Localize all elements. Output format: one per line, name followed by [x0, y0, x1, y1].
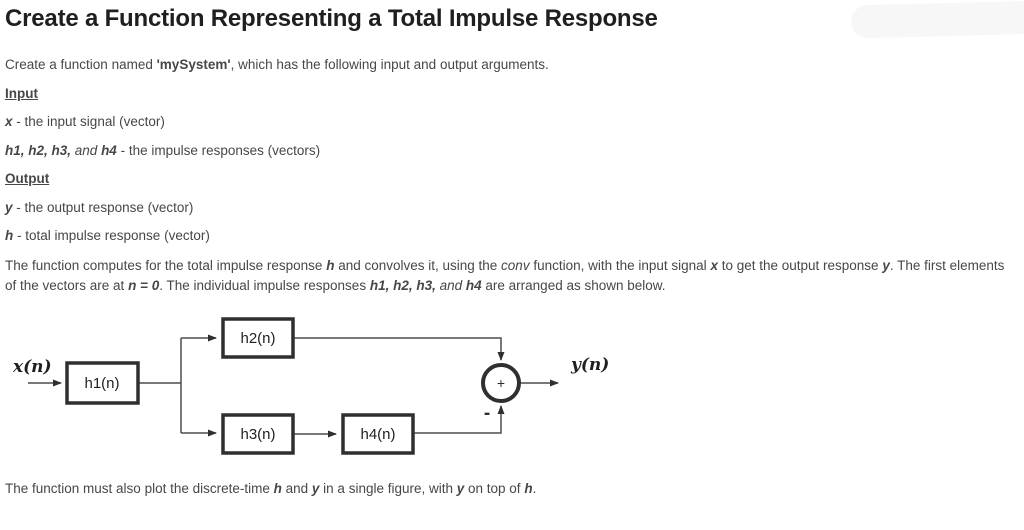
input-signal-label: x(n) [12, 357, 52, 377]
block-diagram: h1(n) h2(n) h3(n) h4(n) + - x(n) y(n) [12, 317, 609, 455]
branch-line [138, 338, 182, 433]
block-h2 [221, 317, 295, 359]
block-h2-label: h2(n) [240, 330, 275, 347]
block-h3 [221, 413, 295, 455]
sum-plus-sign: + [497, 375, 505, 391]
summing-junction [481, 363, 521, 403]
footer-note: The function must also plot the discrete… [5, 481, 537, 496]
output-signal-label: y(n) [570, 355, 609, 375]
block-h1-label: h1(n) [84, 375, 119, 392]
input-heading: Input [5, 86, 38, 101]
intro-text: Create a function named 'mySystem', whic… [5, 57, 549, 72]
sum-minus-sign: - [484, 403, 490, 424]
output-item-y: y - the output response (vector) [5, 200, 194, 215]
block-h4-label: h4(n) [360, 426, 395, 443]
block-h1 [65, 361, 140, 405]
h2-to-sum-arrow [293, 337, 505, 361]
output-item-h: h - total impulse response (vector) [5, 228, 210, 243]
block-h4 [341, 413, 415, 455]
output-heading: Output [5, 171, 50, 186]
h4-to-sum-arrow [413, 405, 505, 434]
input-item-x: x - the input signal (vector) [5, 114, 165, 129]
page-title: Create a Function Representing a Total I… [5, 5, 658, 32]
decorative-highlight-blob [850, 0, 1024, 39]
block-h3-label: h3(n) [240, 426, 275, 443]
description-text: The function computes for the total impu… [5, 258, 1005, 293]
input-item-h: h1, h2, h3, and h4 - the impulse respons… [5, 143, 321, 158]
